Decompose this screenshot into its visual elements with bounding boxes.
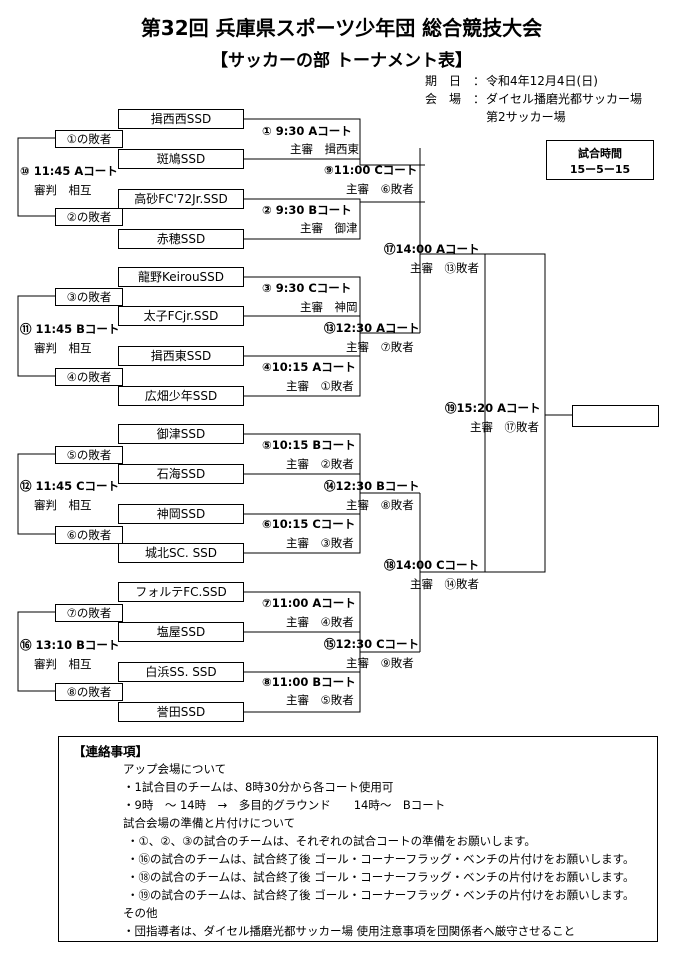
match-label: ⑨11:00 Cコート xyxy=(324,163,418,177)
team-box: 龍野KeirouSSD xyxy=(118,267,244,287)
match-referee: 主審 ⑬敗者 xyxy=(410,261,479,275)
match-referee: 主審 ④敗者 xyxy=(286,615,354,629)
match-referee: 主審 ⑦敗者 xyxy=(346,340,414,354)
team-box: 広畑少年SSD xyxy=(118,386,244,406)
match-label: ⑤10:15 Bコート xyxy=(262,438,356,452)
match-label: ③ 9:30 Cコート xyxy=(262,281,352,295)
match-label: ⑮12:30 Cコート xyxy=(324,637,420,651)
notes-line: 試合会場の準備と片付けについて xyxy=(123,816,296,830)
page-subtitle: 【サッカーの部 トーナメント表】 xyxy=(211,51,472,71)
venue-value-2: 第2サッカー場 xyxy=(486,110,566,124)
loser-box: ⑦の敗者 xyxy=(55,604,123,622)
match-referee: 主審 ⑥敗者 xyxy=(346,182,414,196)
team-box: 揖西東SSD xyxy=(118,346,244,366)
match-referee: 審判 相互 xyxy=(34,657,92,671)
match-label: ⑲15:20 Aコート xyxy=(445,401,541,415)
match-label: ⑥10:15 Cコート xyxy=(262,517,356,531)
match-referee: 主審 ⑭敗者 xyxy=(410,577,479,591)
match-referee: 主審 ⑨敗者 xyxy=(346,656,414,670)
match-time-label: 試合時間 xyxy=(578,147,622,160)
match-label: ⑯ 13:10 Bコート xyxy=(20,638,120,652)
team-box: 誉田SSD xyxy=(118,702,244,722)
page-title: 第32回 兵庫県スポーツ少年団 総合競技大会 xyxy=(140,16,543,40)
notes-line: アップ会場について xyxy=(123,762,227,776)
match-referee: 主審 御津 xyxy=(300,221,358,235)
loser-box: ④の敗者 xyxy=(55,368,123,386)
match-referee: 主審 神岡 xyxy=(300,300,358,314)
team-box: 太子FCjr.SSD xyxy=(118,306,244,326)
notes-line: ・⑯の試合のチームは、試合終了後 ゴール・コーナーフラッグ・ベンチの片付けをお願… xyxy=(127,852,635,866)
match-referee: 主審 ②敗者 xyxy=(286,457,354,471)
match-referee: 主審 ⑧敗者 xyxy=(346,498,414,512)
match-label: ⑩ 11:45 Aコート xyxy=(20,164,118,178)
champion-box xyxy=(572,405,659,427)
match-label: ⑭12:30 Bコート xyxy=(324,479,420,493)
match-label: ⑱14:00 Cコート xyxy=(384,558,480,572)
match-label: ⑪ 11:45 Bコート xyxy=(20,322,120,336)
loser-box: ⑥の敗者 xyxy=(55,526,123,544)
team-box: 石海SSD xyxy=(118,464,244,484)
notes-line: ・1試合目のチームは、8時30分から各コート使用可 xyxy=(123,780,394,794)
notes-line: ・⑱の試合のチームは、試合終了後 ゴール・コーナーフラッグ・ベンチの片付けをお願… xyxy=(127,870,635,884)
team-box: 御津SSD xyxy=(118,424,244,444)
match-referee: 審判 相互 xyxy=(34,183,92,197)
loser-box: ①の敗者 xyxy=(55,130,123,148)
notes-heading: 【連絡事項】 xyxy=(73,744,149,759)
team-box: 城北SC. SSD xyxy=(118,543,244,563)
team-box: 神岡SSD xyxy=(118,504,244,524)
date-value: 令和4年12月4日(日) xyxy=(486,74,598,88)
team-box: 斑鳩SSD xyxy=(118,149,244,169)
notes-line: ・⑲の試合のチームは、試合終了後 ゴール・コーナーフラッグ・ベンチの片付けをお願… xyxy=(127,888,635,902)
loser-box: ②の敗者 xyxy=(55,208,123,226)
match-time-box: 試合時間 15ー5ー15 xyxy=(546,140,654,180)
loser-box: ⑤の敗者 xyxy=(55,446,123,464)
team-box: 揖西西SSD xyxy=(118,109,244,129)
notes-line: ・9時 ～ 14時 → 多目的グラウンド 14時～ Bコート xyxy=(123,798,446,812)
notes-line: ・団指導者は、ダイセル播磨光都サッカー場 使用注意事項を団関係者へ厳守させること xyxy=(123,924,576,938)
match-time-value: 15ー5ー15 xyxy=(569,163,631,176)
venue-value: ダイセル播磨光都サッカー場 xyxy=(486,92,643,106)
notes-line: その他 xyxy=(123,906,158,920)
team-box: 赤穂SSD xyxy=(118,229,244,249)
venue-label: 会 場 ： xyxy=(425,92,486,106)
match-referee: 主審 揖西東 xyxy=(290,142,359,156)
match-referee: 審判 相互 xyxy=(34,498,92,512)
match-referee: 主審 ③敗者 xyxy=(286,536,354,550)
loser-box: ⑧の敗者 xyxy=(55,683,123,701)
team-box: 高砂FC'72Jr.SSD xyxy=(118,189,244,209)
match-label: ② 9:30 Bコート xyxy=(262,203,352,217)
match-referee: 主審 ①敗者 xyxy=(286,379,354,393)
match-label: ④10:15 Aコート xyxy=(262,360,356,374)
bracket-lines xyxy=(17,118,572,713)
team-box: 塩屋SSD xyxy=(118,622,244,642)
team-box: フォルテFC.SSD xyxy=(118,582,244,602)
match-label: ⑫ 11:45 Cコート xyxy=(20,479,120,493)
notes-line: ・①、②、③の試合のチームは、それぞれの試合コートの準備をお願いします。 xyxy=(127,834,536,848)
notes-panel: 【連絡事項】 アップ会場について ・1試合目のチームは、8時30分から各コート使… xyxy=(58,736,658,942)
match-label: ⑧11:00 Bコート xyxy=(262,675,356,689)
loser-box: ③の敗者 xyxy=(55,288,123,306)
match-referee: 審判 相互 xyxy=(34,341,92,355)
match-referee: 主審 ⑰敗者 xyxy=(470,420,539,434)
date-label: 期 日 ： xyxy=(425,74,486,88)
match-label: ⑬12:30 Aコート xyxy=(324,321,420,335)
team-box: 白浜SS. SSD xyxy=(118,662,244,682)
match-label: ⑰14:00 Aコート xyxy=(384,242,480,256)
match-label: ① 9:30 Aコート xyxy=(262,124,352,138)
match-label: ⑦11:00 Aコート xyxy=(262,596,356,610)
match-referee: 主審 ⑤敗者 xyxy=(286,693,354,707)
